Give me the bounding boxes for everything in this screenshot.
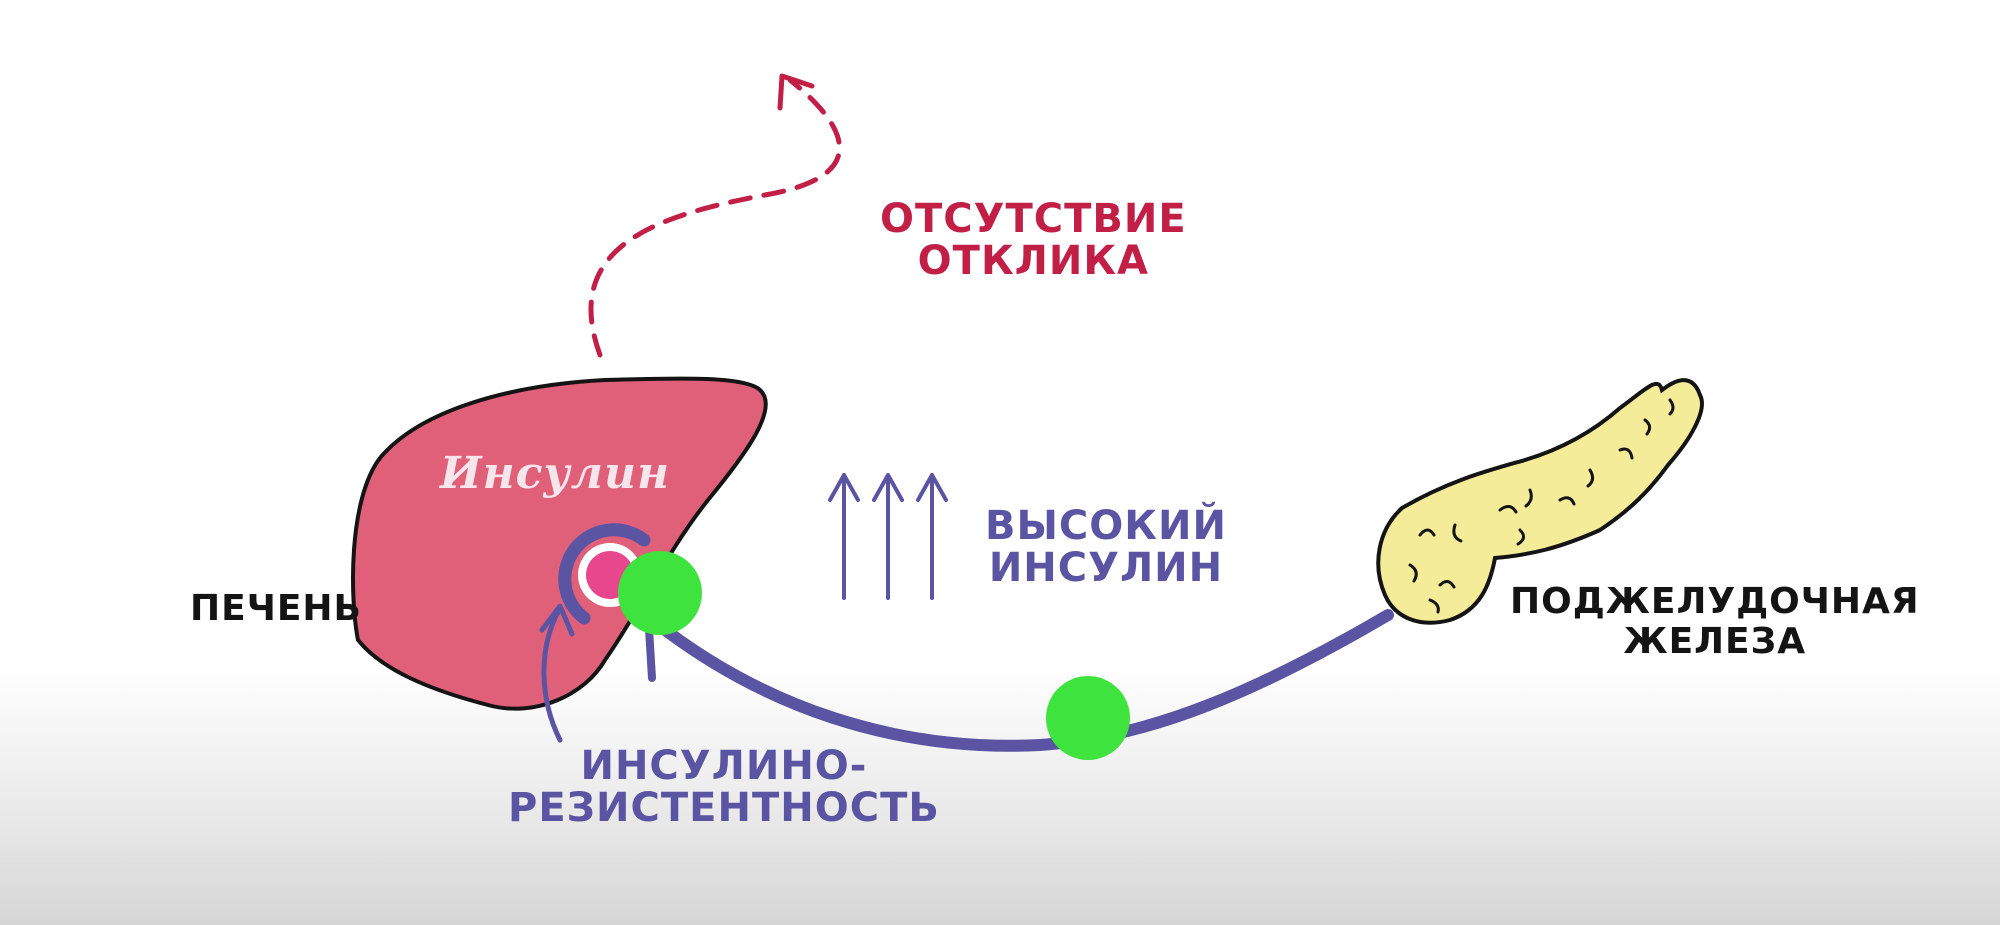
high-insulin-label: ВЫСОКИЙ ИНСУЛИН bbox=[985, 505, 1227, 589]
high-insulin-label-line-2: ИНСУЛИН bbox=[988, 545, 1224, 591]
insulin-resistance-arrowhead bbox=[539, 603, 575, 637]
pancreas bbox=[1376, 378, 1704, 625]
no-response-label-line-1: ОТСУТСТВИЕ bbox=[880, 196, 1187, 242]
pancreas-label-line-1: ПОДЖЕЛУДОЧНАЯ bbox=[1510, 581, 1920, 622]
insulin-resistance-arrow bbox=[541, 609, 563, 743]
insulin-molecule-at-receptor bbox=[618, 551, 702, 635]
up-arrow-icon bbox=[916, 473, 948, 600]
insulin-molecule-in-blood bbox=[1046, 676, 1130, 760]
pancreas-label: ПОДЖЕЛУДОЧНАЯ ЖЕЛЕЗА bbox=[1510, 582, 1920, 661]
insulin-resistance-label-line-2: РЕЗИСТЕНТНОСТЬ bbox=[508, 785, 940, 831]
pancreas-label-line-2: ЖЕЛЕЗА bbox=[1623, 620, 1807, 662]
insulin-resistance-label: ИНСУЛИНО- РЕЗИСТЕНТНОСТЬ bbox=[508, 745, 940, 829]
insulin-resistance-label-line-1: ИНСУЛИНО- bbox=[580, 743, 868, 789]
no-response-label: ОТСУТСТВИЕ ОТКЛИКА bbox=[880, 198, 1187, 282]
no-response-label-line-2: ОТКЛИКА bbox=[917, 238, 1150, 284]
no-response-arrow bbox=[588, 77, 842, 358]
insulin-pathway bbox=[634, 604, 1394, 752]
up-arrow-icon bbox=[828, 473, 860, 600]
pancreas-shape bbox=[1376, 378, 1704, 625]
up-arrow-icon bbox=[872, 473, 904, 600]
no-response-arrowhead bbox=[777, 73, 815, 111]
insulin-in-liver-label: Инсулин bbox=[440, 448, 671, 499]
high-insulin-label-line-1: ВЫСОКИЙ bbox=[985, 503, 1227, 549]
liver-label: ПЕЧЕНЬ bbox=[190, 588, 362, 629]
high-insulin-arrows bbox=[828, 473, 948, 600]
insulin-receptor bbox=[558, 523, 651, 625]
